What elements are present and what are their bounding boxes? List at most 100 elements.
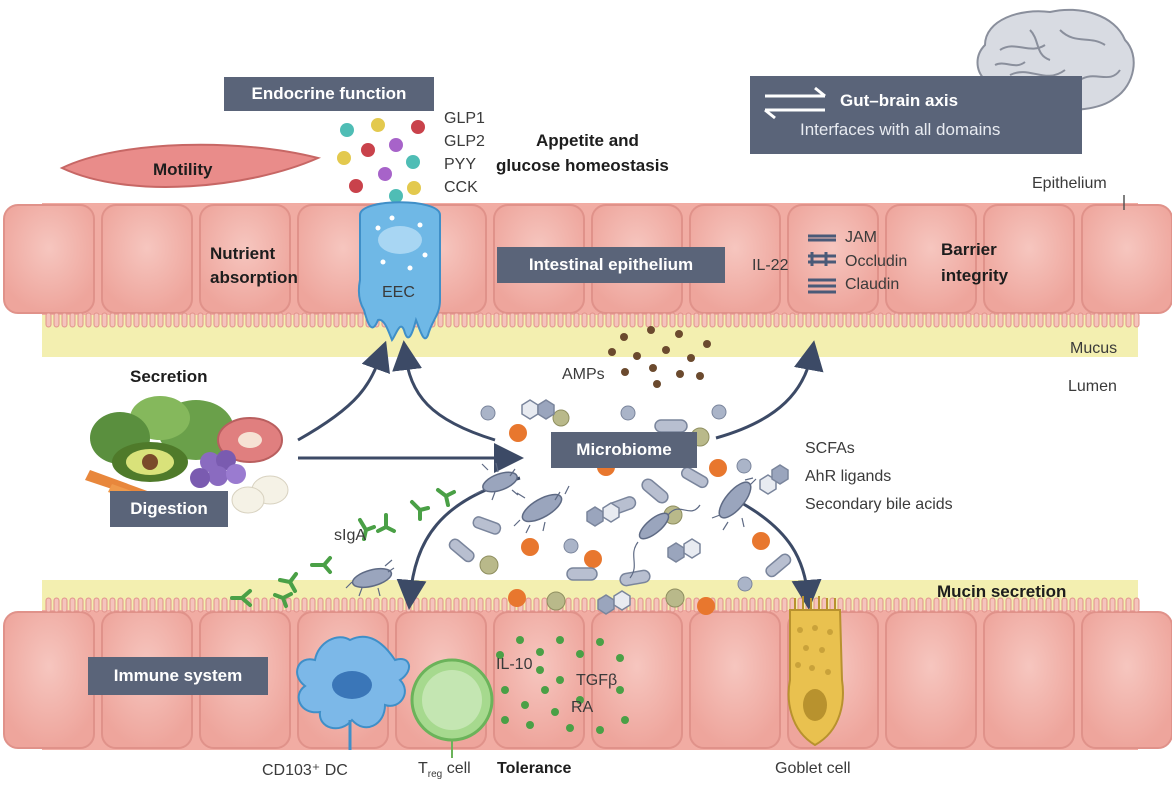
- microvillus: [61, 597, 68, 613]
- microvillus: [165, 312, 172, 328]
- glp1-label: GLP1: [444, 110, 485, 127]
- barrier-label: Barrier: [941, 240, 997, 259]
- microvillus: [413, 597, 420, 613]
- microvillus: [645, 597, 652, 613]
- microvillus: [205, 597, 212, 613]
- microvillus: [45, 312, 52, 328]
- microvillus: [677, 312, 684, 328]
- secretion-label: Secretion: [130, 367, 208, 386]
- epithelium-label: Epithelium: [1032, 175, 1107, 192]
- microvillus: [237, 312, 244, 328]
- microvillus: [1029, 312, 1036, 328]
- microvillus: [773, 597, 780, 613]
- microvillus: [693, 312, 700, 328]
- microvillus: [949, 312, 956, 328]
- microvillus: [485, 312, 492, 328]
- endocrine-function-box: Endocrine function: [224, 77, 434, 111]
- microvillus: [997, 312, 1004, 328]
- microvillus: [741, 312, 748, 328]
- interfaces-label: Interfaces with all domains: [800, 120, 1001, 139]
- microvillus: [1085, 312, 1092, 328]
- microvillus: [1125, 597, 1132, 613]
- microvillus: [1021, 597, 1028, 613]
- hormone-dots: [337, 118, 425, 203]
- treg-sub: reg: [427, 769, 443, 781]
- microvillus: [901, 312, 908, 328]
- treg-t: T: [418, 760, 428, 777]
- epithelial-cell: [3, 204, 95, 314]
- tgfb-label: TGFβ: [576, 672, 618, 689]
- mucin-secretion-label: Mucin secretion: [937, 582, 1067, 601]
- microvillus: [765, 597, 772, 613]
- microvillus: [573, 597, 580, 613]
- microvillus: [893, 597, 900, 613]
- cd103-dc-label: CD103⁺ DC: [262, 762, 348, 779]
- microvillus: [581, 597, 588, 613]
- microvillus: [941, 597, 948, 613]
- epithelial-cell: [885, 204, 977, 314]
- microvillus: [1037, 597, 1044, 613]
- microvillus: [685, 597, 692, 613]
- flow-arrows: [297, 340, 824, 610]
- microvillus: [373, 597, 380, 613]
- microvillus: [181, 597, 188, 613]
- microvillus: [229, 597, 236, 613]
- microvillus: [149, 312, 156, 328]
- microvillus: [1093, 597, 1100, 613]
- appetite-label: Appetite and: [536, 131, 639, 150]
- microvillus: [741, 597, 748, 613]
- siga-label: sIgA: [334, 527, 367, 544]
- bile-acids-label: Secondary bile acids: [805, 496, 953, 513]
- gut-brain-axis-title: Gut–brain axis: [840, 91, 959, 110]
- microvillus: [869, 597, 876, 613]
- microvillus: [173, 312, 180, 328]
- epithelial-cell: [101, 204, 193, 314]
- microvillus: [509, 312, 516, 328]
- microvillus: [301, 312, 308, 328]
- microvillus: [525, 597, 532, 613]
- microvillus: [77, 312, 84, 328]
- microvillus: [445, 597, 452, 613]
- eec-cell: [357, 201, 441, 342]
- microvillus: [981, 597, 988, 613]
- microvillus: [661, 312, 668, 328]
- epithelial-cell: [983, 611, 1075, 749]
- microvillus: [861, 597, 868, 613]
- microvillus: [845, 597, 852, 613]
- microvillus: [709, 312, 716, 328]
- intestinal-epithelium-box: Intestinal epithelium: [497, 247, 725, 283]
- microvillus: [757, 312, 764, 328]
- microvillus: [1093, 312, 1100, 328]
- microvillus: [157, 312, 164, 328]
- microvillus: [341, 597, 348, 613]
- microvillus: [525, 312, 532, 328]
- microvillus: [669, 312, 676, 328]
- ahr-label: AhR ligands: [805, 468, 892, 485]
- microvillus: [989, 312, 996, 328]
- epithelial-cell: [591, 611, 683, 749]
- microvillus: [821, 312, 828, 328]
- microvillus: [565, 597, 572, 613]
- microvillus: [597, 312, 604, 328]
- microvillus: [245, 312, 252, 328]
- microvillus: [765, 312, 772, 328]
- microvillus: [157, 597, 164, 613]
- microvillus: [445, 312, 452, 328]
- microvillus: [877, 312, 884, 328]
- microvillus: [189, 597, 196, 613]
- il22-label: IL-22: [752, 257, 789, 274]
- microvillus: [901, 597, 908, 613]
- epithelial-cell: [983, 204, 1075, 314]
- glp2-label: GLP2: [444, 133, 485, 150]
- microvillus: [797, 312, 804, 328]
- microvillus: [813, 312, 820, 328]
- microvillus: [1117, 312, 1124, 328]
- microvillus: [485, 597, 492, 613]
- microvillus: [733, 312, 740, 328]
- microvillus: [93, 597, 100, 613]
- microvillus: [909, 312, 916, 328]
- microvillus: [277, 312, 284, 328]
- microvillus: [437, 597, 444, 613]
- microvillus: [53, 597, 60, 613]
- microvillus: [893, 312, 900, 328]
